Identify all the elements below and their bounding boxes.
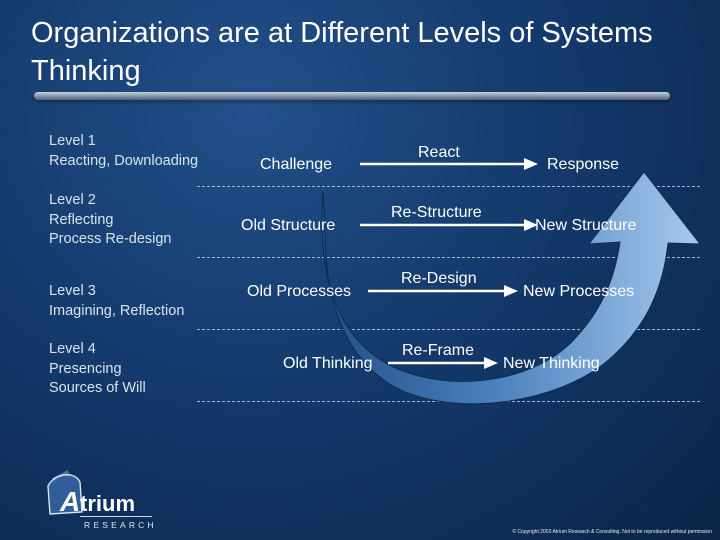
level-1-description: Reacting, Downloading bbox=[49, 152, 199, 169]
row-1-left-label: Challenge bbox=[260, 156, 333, 173]
u-arc-arrow bbox=[321, 171, 702, 405]
title-underline bbox=[34, 92, 670, 100]
row-1-middle-label: React bbox=[418, 144, 460, 161]
level-4-description-2: Sources of Will bbox=[49, 380, 146, 396]
level-2-description-2: Process Re-design bbox=[49, 231, 172, 247]
level-2-label: Level 2 Reflecting Process Re-design bbox=[49, 191, 172, 250]
divider-2 bbox=[197, 257, 700, 258]
level-3-label: Level 3 Imagining, Reflection bbox=[49, 282, 184, 321]
row-4-left-label: Old Thinking bbox=[283, 355, 373, 372]
row-arrow-1 bbox=[360, 158, 538, 170]
level-2-description-1: Reflecting bbox=[49, 211, 114, 228]
row-3-left-label: Old Processes bbox=[247, 283, 352, 300]
row-2-right-label: New Structure bbox=[535, 217, 637, 234]
level-2-title: Level 2 bbox=[49, 192, 96, 208]
logo-initial: A bbox=[59, 486, 80, 517]
divider-3 bbox=[197, 329, 700, 330]
copyright-notice: © Copyright 2003 Atrium Research & Consu… bbox=[512, 529, 712, 535]
row-arrow-3 bbox=[368, 285, 518, 297]
row-1-right-label: Response bbox=[547, 156, 620, 173]
page-title: Organizations are at Different Levels of… bbox=[31, 17, 653, 87]
divider-1 bbox=[197, 186, 700, 187]
logo-wordmark: trium bbox=[80, 491, 135, 516]
logo-tagline: RESEARCH bbox=[84, 520, 157, 530]
row-3-middle-label: Re-Design bbox=[401, 270, 477, 287]
row-4-middle-label: Re-Frame bbox=[402, 342, 475, 359]
row-arrow-2 bbox=[360, 219, 538, 231]
level-3-title: Level 3 bbox=[49, 283, 96, 299]
row-4-right-label: New Thinking bbox=[503, 355, 600, 372]
level-1-label: Level 1 Reacting, Downloading bbox=[49, 132, 198, 171]
level-4-label: Level 4 Presencing Sources of Will bbox=[49, 340, 146, 399]
level-4-description-1: Presencing bbox=[49, 360, 122, 377]
level-1-title: Level 1 bbox=[49, 133, 96, 149]
row-3-right-label: New Processes bbox=[523, 283, 635, 300]
level-4-title: Level 4 bbox=[49, 341, 96, 357]
atrium-logo: A trium RESEARCH bbox=[47, 470, 157, 530]
row-2-left-label: Old Structure bbox=[241, 217, 336, 234]
row-arrow-4 bbox=[388, 357, 498, 369]
row-2-middle-label: Re-Structure bbox=[391, 204, 482, 221]
level-3-description: Imagining, Reflection bbox=[49, 302, 185, 319]
